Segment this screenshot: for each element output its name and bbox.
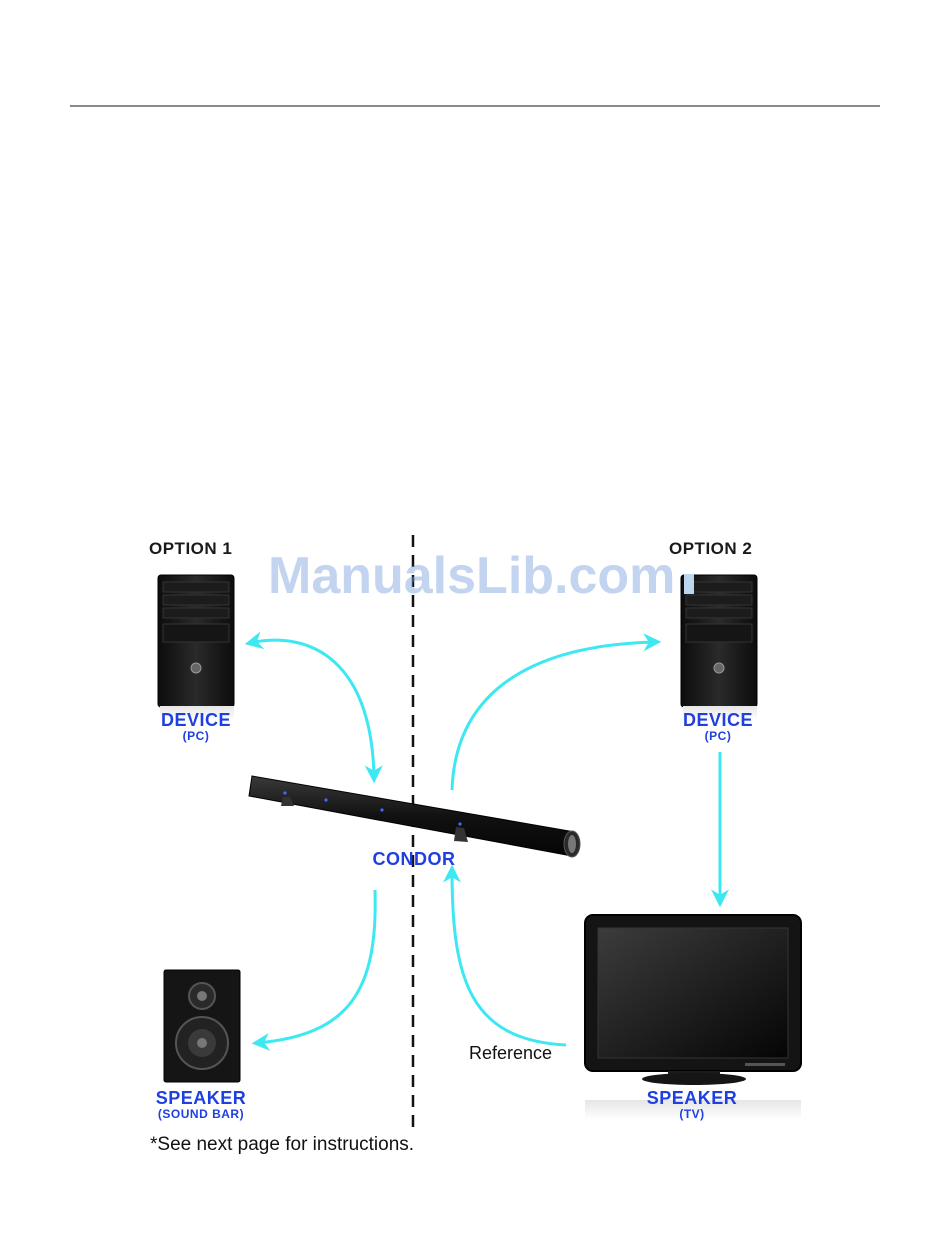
option1-label: OPTION 1 xyxy=(149,539,232,559)
condor-soundbar-icon xyxy=(249,776,580,857)
arrow-tv-condor xyxy=(452,870,566,1045)
option2-label: OPTION 2 xyxy=(669,539,752,559)
arrow-condor-device2 xyxy=(452,642,656,790)
reference-label: Reference xyxy=(469,1043,552,1064)
speaker1-label: SPEAKER (SOUND BAR) xyxy=(131,1088,271,1121)
speaker2-title: SPEAKER xyxy=(622,1088,762,1108)
device2-title: DEVICE xyxy=(658,710,778,730)
condor-title: CONDOR xyxy=(354,849,474,869)
footnote: *See next page for instructions. xyxy=(150,1134,414,1156)
device1-sub: (PC) xyxy=(136,730,256,743)
condor-label: CONDOR xyxy=(354,849,474,869)
device1-label: DEVICE (PC) xyxy=(136,710,256,743)
pc-tower-option2-icon xyxy=(681,574,757,720)
arrow-condor-speaker xyxy=(257,890,375,1043)
speaker2-sub: (TV) xyxy=(622,1108,762,1121)
arrow-device1-condor xyxy=(250,640,374,778)
watermark-text: ManualsLib.com xyxy=(268,546,675,606)
speaker2-label: SPEAKER (TV) xyxy=(622,1088,762,1121)
speaker1-sub: (SOUND BAR) xyxy=(131,1108,271,1121)
speaker1-title: SPEAKER xyxy=(131,1088,271,1108)
pc-tower-option1-icon xyxy=(158,575,234,720)
bookshelf-speaker-icon xyxy=(164,970,240,1082)
device2-label: DEVICE (PC) xyxy=(658,710,778,743)
device2-sub: (PC) xyxy=(658,730,778,743)
device1-title: DEVICE xyxy=(136,710,256,730)
